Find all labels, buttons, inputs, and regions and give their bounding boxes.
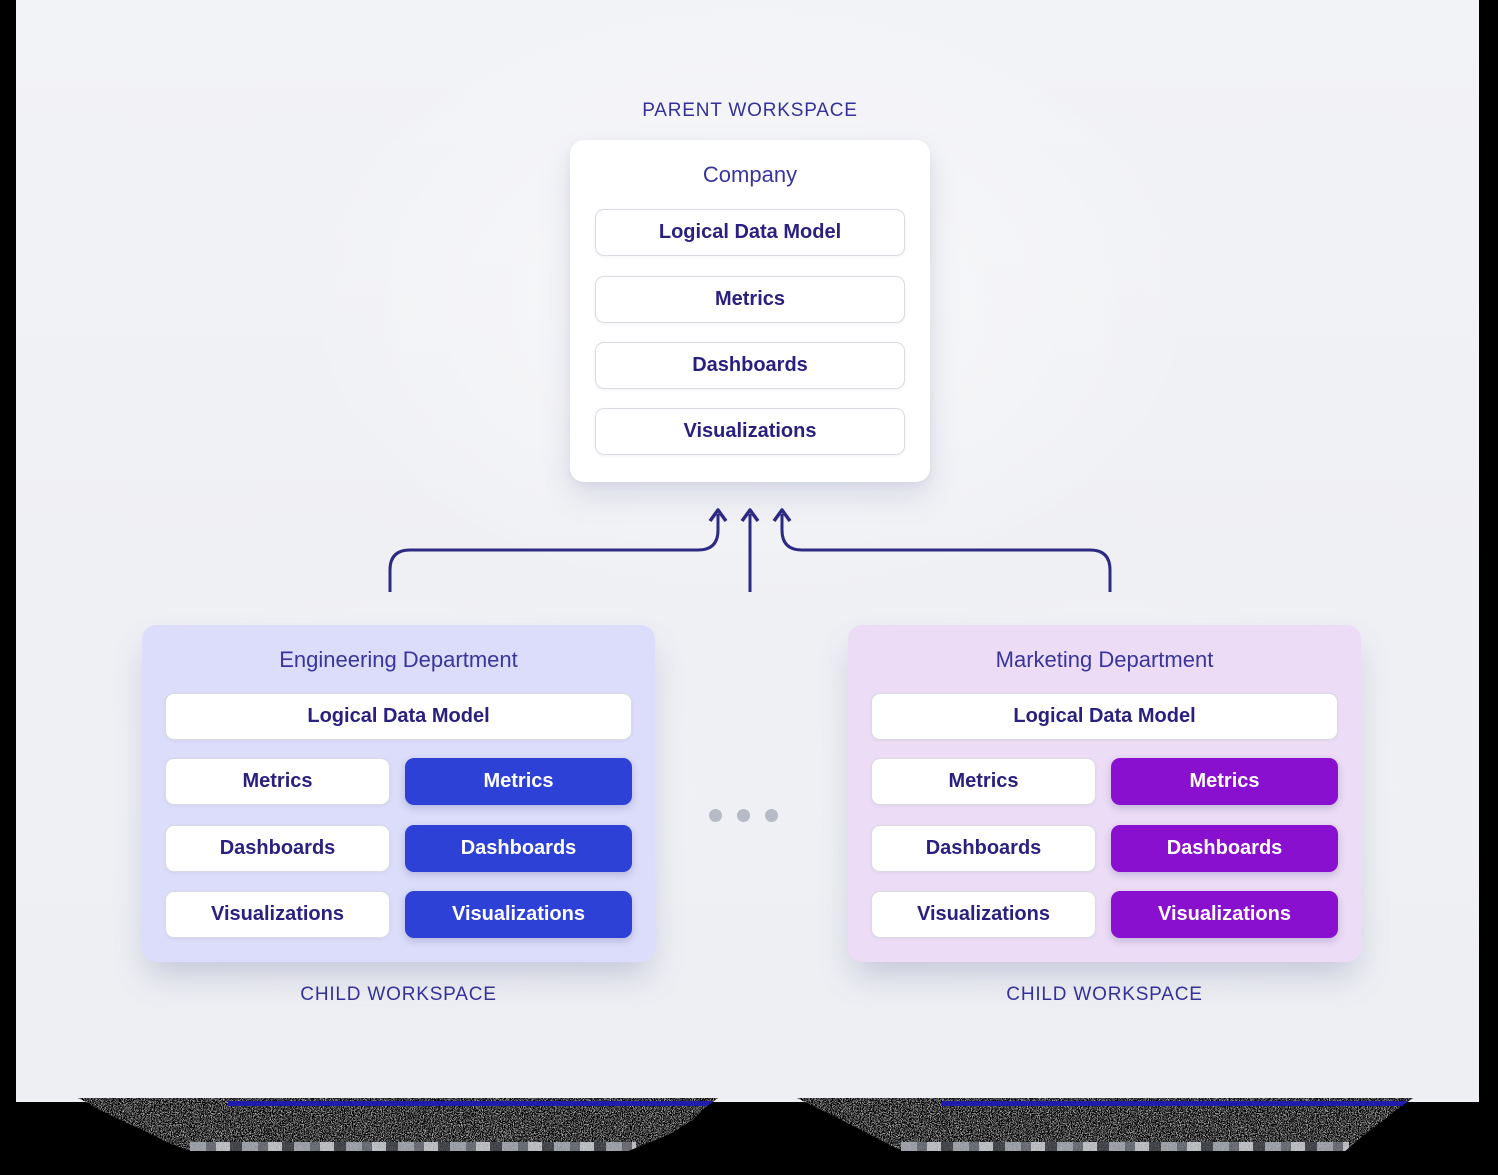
engineering-item-logical-data-model: Logical Data Model — [165, 693, 632, 740]
parent-item-metrics: Metrics — [595, 276, 905, 323]
inheritance-arrows — [388, 508, 1112, 592]
more-workspaces-dot — [737, 809, 750, 822]
engineering-own-metrics: Metrics — [405, 758, 632, 805]
parent-item-visualizations: Visualizations — [595, 408, 905, 455]
corruption-gray-blocks — [901, 1142, 1349, 1151]
arrow-head-middle-icon — [740, 508, 760, 523]
child-card-title-engineering: Engineering Department — [279, 647, 518, 672]
marketing-inherited-metrics: Metrics — [871, 758, 1096, 805]
marketing-own-dashboards: Dashboards — [1111, 825, 1338, 872]
arrow-line-left — [388, 514, 720, 592]
child-workspace-label-engineering: CHILD WORKSPACE — [300, 984, 497, 1005]
arrow-head-left-icon — [708, 508, 728, 523]
more-workspaces-dot — [709, 809, 722, 822]
corruption-noise-left — [78, 1098, 718, 1151]
corruption-blue-line — [228, 1101, 714, 1106]
arrow-line-right — [780, 514, 1112, 592]
parent-card-title: Company — [702, 162, 798, 187]
corruption-gray-blocks — [190, 1142, 636, 1151]
parent-workspace-card: Company Logical Data Model Metrics Dashb… — [570, 140, 930, 482]
child-card-title-marketing: Marketing Department — [995, 647, 1214, 672]
more-workspaces-dot — [765, 809, 778, 822]
child-workspace-label-marketing: CHILD WORKSPACE — [1006, 984, 1203, 1005]
engineering-inherited-dashboards: Dashboards — [165, 825, 390, 872]
marketing-own-metrics: Metrics — [1111, 758, 1338, 805]
engineering-inherited-metrics: Metrics — [165, 758, 390, 805]
child-card-marketing: Marketing Department Logical Data Model … — [848, 625, 1361, 962]
engineering-own-visualizations: Visualizations — [405, 891, 632, 938]
more-workspaces-indicator — [709, 809, 778, 822]
marketing-inherited-visualizations: Visualizations — [871, 891, 1096, 938]
child-card-engineering: Engineering Department Logical Data Mode… — [142, 625, 655, 962]
arrow-head-right-icon — [772, 508, 792, 523]
parent-item-logical-data-model: Logical Data Model — [595, 209, 905, 256]
engineering-inherited-visualizations: Visualizations — [165, 891, 390, 938]
corruption-noise-right — [797, 1098, 1413, 1151]
parent-item-dashboards: Dashboards — [595, 342, 905, 389]
corruption-blue-line — [942, 1101, 1413, 1106]
marketing-item-logical-data-model: Logical Data Model — [871, 693, 1338, 740]
marketing-own-visualizations: Visualizations — [1111, 891, 1338, 938]
marketing-inherited-dashboards: Dashboards — [871, 825, 1096, 872]
parent-workspace-label: PARENT WORKSPACE — [642, 100, 858, 121]
engineering-own-dashboards: Dashboards — [405, 825, 632, 872]
